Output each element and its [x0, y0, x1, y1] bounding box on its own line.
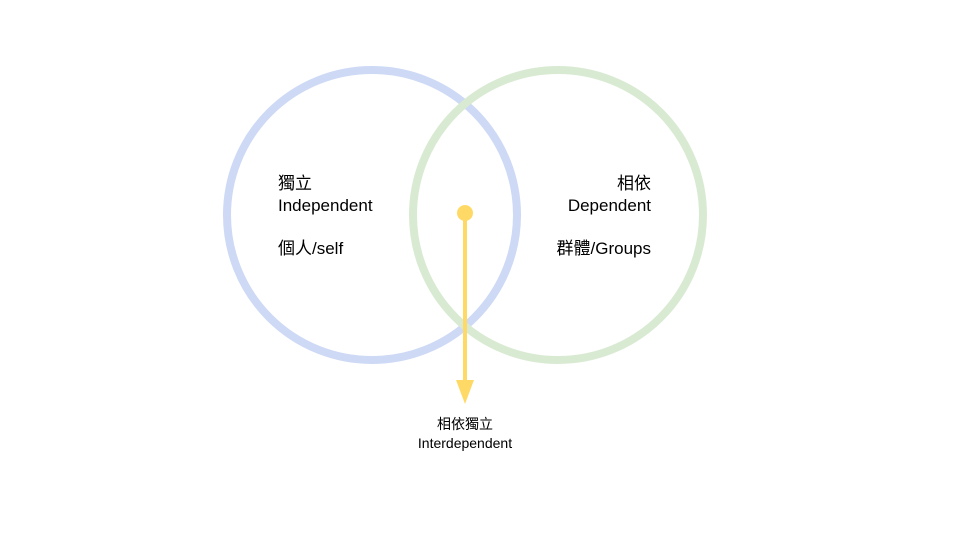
independent-circle — [223, 66, 521, 364]
independent-title-zh: 獨立 — [278, 174, 312, 193]
groups-label: 群體/Groups — [556, 239, 651, 258]
self-label: 個人/self — [278, 239, 344, 258]
dependent-circle — [409, 66, 707, 364]
interdependent-title-zh: 相依獨立 — [437, 416, 493, 432]
independent-title-en: Independent — [278, 196, 373, 215]
dependent-title-zh: 相依 — [617, 174, 651, 193]
dependent-title-en: Dependent — [567, 196, 651, 215]
interdependent-arrow-head — [456, 380, 474, 404]
interdependent-title-en: Interdependent — [417, 435, 513, 451]
interdependent-dot — [457, 205, 473, 221]
